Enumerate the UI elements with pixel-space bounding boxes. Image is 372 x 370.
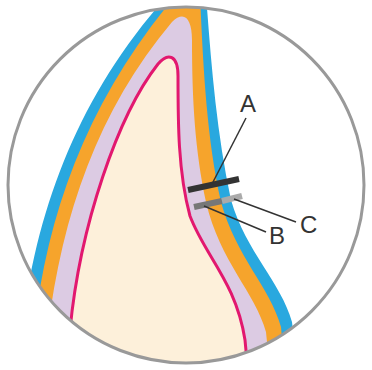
leader-line (212, 118, 246, 184)
magnifier-circle (8, 7, 364, 363)
middle-layer (34, 0, 285, 370)
callout-letter: B (269, 224, 285, 248)
leader-line (204, 206, 266, 232)
callout-letter: A (240, 92, 256, 116)
callout-letter: C (300, 213, 317, 237)
leader-line (234, 199, 296, 222)
layer-bar-b (194, 201, 222, 207)
inner-layer (48, 16, 270, 370)
